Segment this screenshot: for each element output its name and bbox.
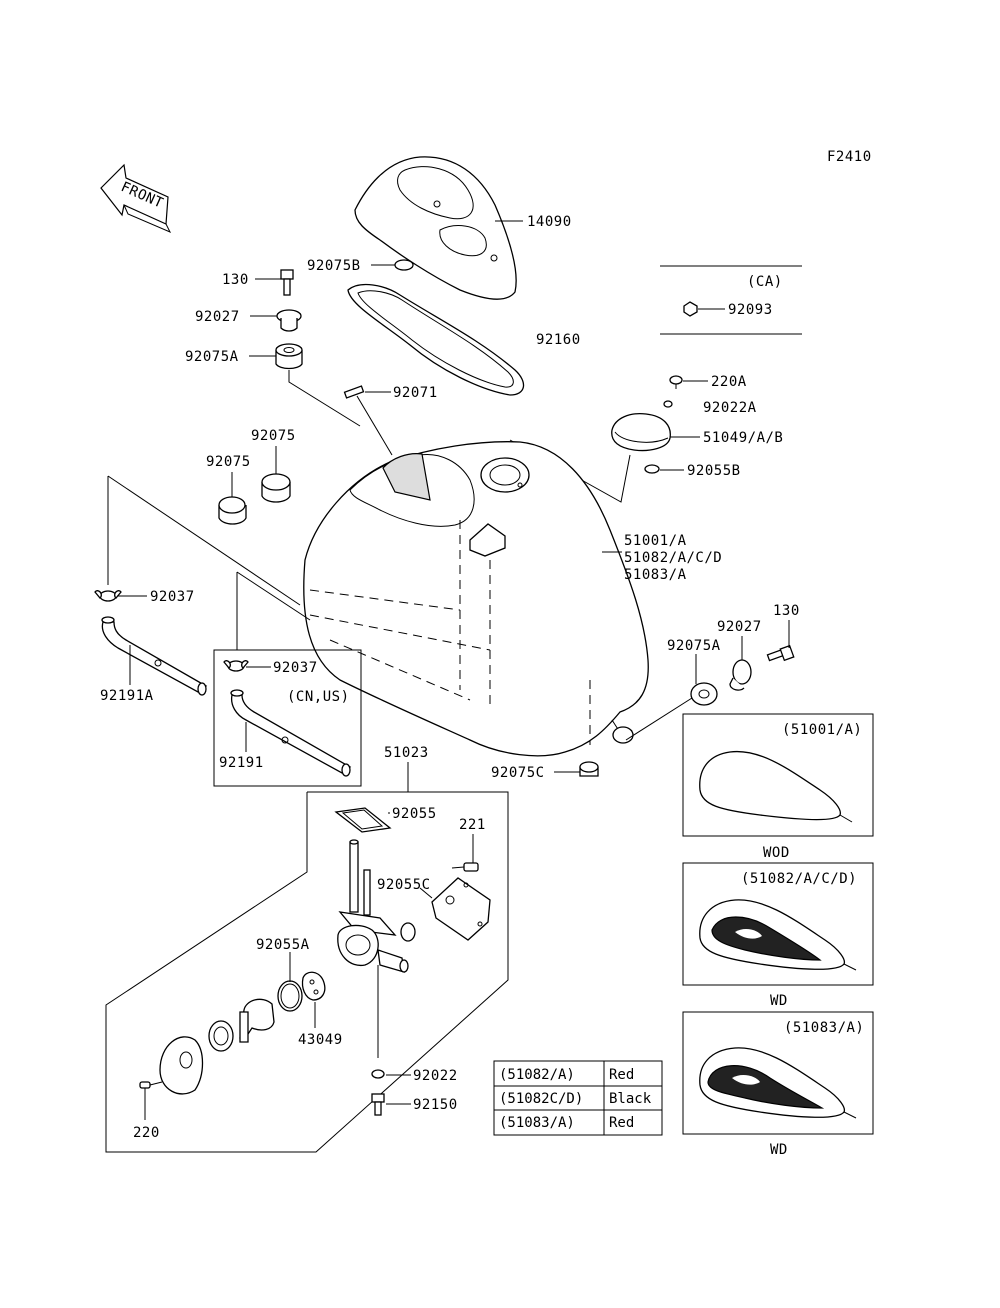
label-220A: 220A [711, 374, 747, 390]
gasket-92160 [347, 283, 525, 396]
table-color-3: Red [609, 1115, 634, 1131]
bolt-130-upper [280, 269, 294, 296]
label-51001: 51001/A [624, 533, 687, 549]
label-51083: 51083/A [624, 567, 687, 583]
meter-cover-part [354, 156, 522, 300]
variant-code-3: (51083/A) [784, 1020, 864, 1036]
color-table: (51082/A) Red (51082C/D) Black (51083/A)… [493, 1060, 663, 1136]
label-92055: 92055 [392, 806, 437, 822]
label-92075B: 92075B [307, 258, 361, 274]
label-92037-lower: 92037 [273, 660, 318, 676]
label-92071: 92071 [393, 385, 438, 401]
packing-43049 [301, 971, 326, 1001]
label-92191A: 92191A [100, 688, 154, 704]
label-92055C: 92055C [377, 877, 431, 893]
label-cn-us: (CN,US) [287, 689, 350, 705]
label-92093: 92093 [728, 302, 773, 318]
screw-220 [139, 1081, 163, 1089]
fuel-tap-box [105, 791, 509, 1153]
label-92160: 92160 [536, 332, 581, 348]
bolt-130-lower [766, 644, 795, 662]
gasket-92055 [334, 807, 392, 833]
variant-code-1: (51001/A) [782, 722, 862, 738]
cap-51049 [611, 412, 671, 452]
label-92075-left: 92075 [206, 454, 251, 470]
damper-92075A-upper [275, 343, 303, 370]
screw-220A [669, 375, 683, 389]
label-130-lower: 130 [773, 603, 800, 619]
damper-92075C [579, 761, 599, 777]
damper-92075A-lower [690, 682, 718, 706]
clip-92071 [343, 385, 365, 399]
collar-92027-lower [729, 659, 752, 691]
figure-code: F2410 [827, 149, 872, 165]
screw-221 [451, 862, 479, 872]
label-ca: (CA) [747, 274, 783, 290]
label-51049: 51049/A/B [703, 430, 783, 446]
variant-caption-1: WOD [763, 845, 790, 861]
cn-us-box [213, 649, 362, 787]
table-part-3: (51083/A) [499, 1115, 575, 1131]
washer-92022A [663, 400, 673, 408]
gasket-92055B [644, 464, 660, 474]
cover-plate [431, 877, 491, 941]
variant-code-2: (51082/A/C/D) [741, 871, 857, 887]
hose-92191A [101, 616, 208, 696]
label-92027-lower: 92027 [717, 619, 762, 635]
collar-92027-upper [276, 309, 302, 332]
damper-92075-left [218, 496, 247, 525]
table-part-2: (51082C/D) [499, 1091, 583, 1107]
clamp-92037-upper [94, 590, 122, 602]
label-51023: 51023 [384, 745, 429, 761]
washer-92022 [371, 1069, 385, 1079]
damper-92075B [394, 259, 414, 271]
label-51082: 51082/A/C/D [624, 550, 722, 566]
label-92075C: 92075C [491, 765, 545, 781]
fuel-tap-body [337, 839, 409, 1058]
variant-box-51083: (51083/A) WD [682, 1011, 874, 1158]
label-92037-upper: 92037 [150, 589, 195, 605]
variant-box-51001: (51001/A) WOD [682, 713, 874, 861]
table-color-2: Black [609, 1091, 652, 1107]
label-43049: 43049 [298, 1032, 343, 1048]
clamp-92037-lower [223, 660, 249, 672]
fuel-tank [303, 441, 649, 757]
label-92150: 92150 [413, 1097, 458, 1113]
oring-92055C [400, 922, 416, 942]
label-220: 220 [133, 1125, 160, 1141]
label-92022A: 92022A [703, 400, 757, 416]
front-direction-arrow: FRONT [100, 163, 172, 233]
table-color-1: Red [609, 1067, 634, 1083]
damper-92075-right [261, 473, 291, 503]
lever [239, 998, 275, 1043]
bolt-92150 [371, 1093, 385, 1116]
variant-caption-3: WD [770, 1142, 788, 1158]
label-92075A-upper: 92075A [185, 349, 239, 365]
label-92055B: 92055B [687, 463, 741, 479]
table-part-1: (51082/A) [499, 1067, 575, 1083]
label-92191: 92191 [219, 755, 264, 771]
oring-92055A [277, 980, 303, 1012]
label-221: 221 [459, 817, 486, 833]
variant-box-51082: (51082/A/C/D) WD [682, 862, 874, 1009]
hose-92191 [230, 689, 352, 777]
label-14090: 14090 [527, 214, 572, 230]
label-92055A: 92055A [256, 937, 310, 953]
variant-caption-2: WD [770, 993, 788, 1009]
washer-ring [208, 1020, 234, 1052]
label-92075A-lower: 92075A [667, 638, 721, 654]
label-92075-right: 92075 [251, 428, 296, 444]
label-92027-upper: 92027 [195, 309, 240, 325]
lever-plate [159, 1036, 204, 1095]
label-92022: 92022 [413, 1068, 458, 1084]
nut-92093 [683, 301, 698, 317]
label-130-upper: 130 [222, 272, 249, 288]
